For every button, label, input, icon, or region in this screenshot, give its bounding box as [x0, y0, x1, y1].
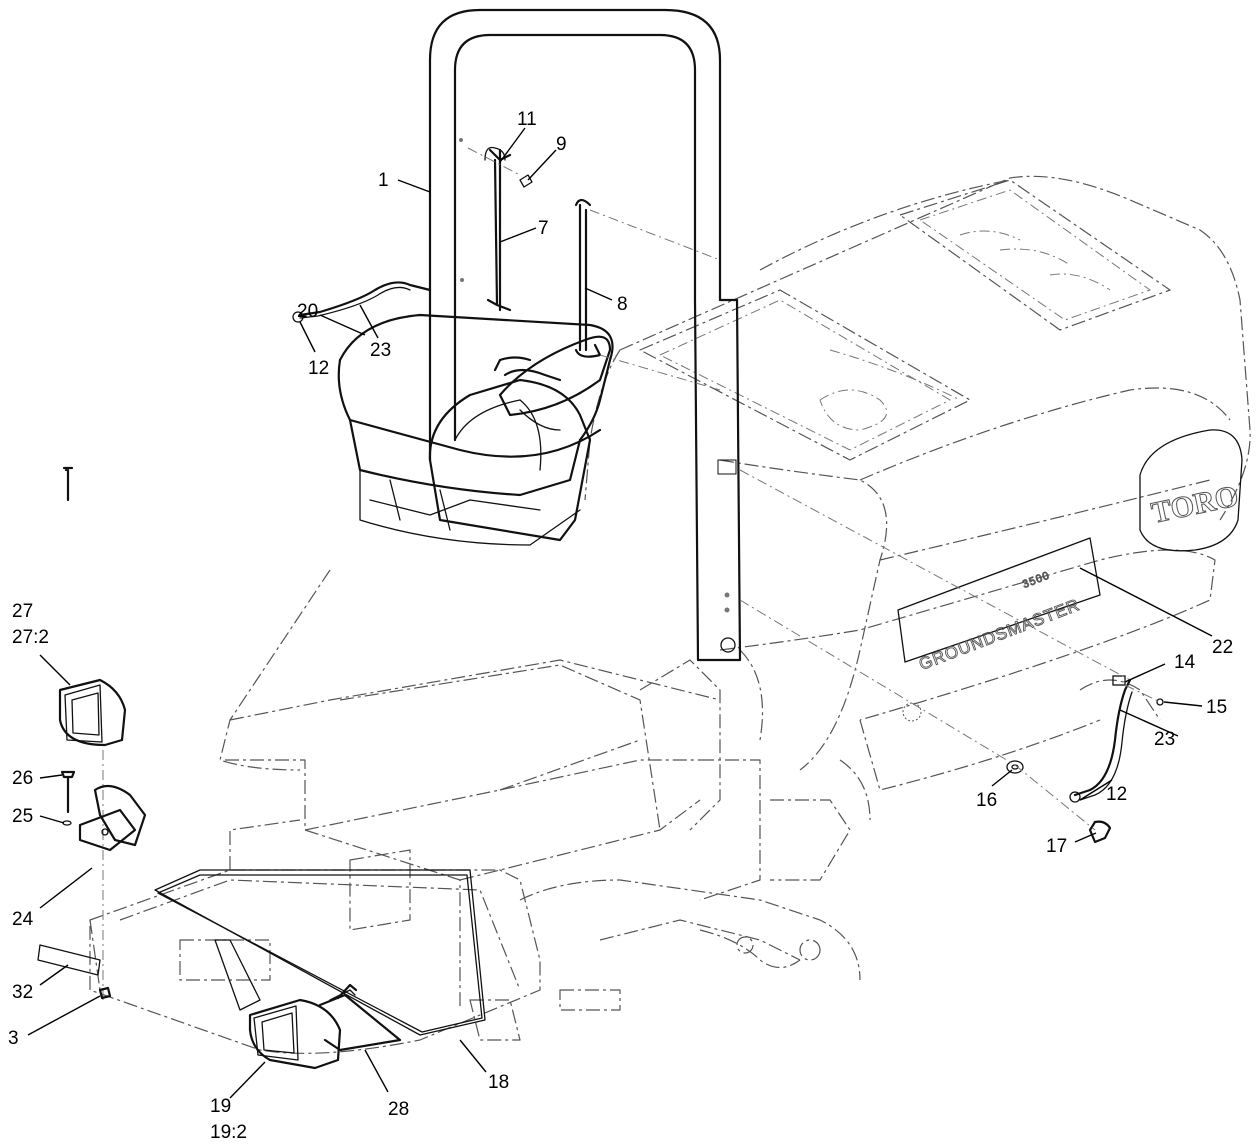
brand-decal-text: TORO	[1149, 479, 1242, 530]
cable-upper	[292, 281, 432, 323]
callout-3: 3	[8, 1028, 19, 1049]
callout-11: 11	[517, 109, 537, 130]
callout-15: 15	[1206, 697, 1227, 718]
hood-decals: TORO GROUNDSMASTER 3500	[897, 429, 1243, 722]
callout-14: 14	[1174, 652, 1196, 673]
leader-lines	[27, 127, 1213, 1099]
seat-belt-hardware	[467, 146, 721, 391]
callout-16: 16	[976, 790, 997, 811]
seat	[337, 313, 614, 546]
callout-19: 19	[210, 1096, 231, 1117]
rops-frame	[428, 8, 742, 662]
callout-22: 22	[1212, 637, 1233, 658]
callout-27: 27	[12, 601, 33, 622]
footrest-plate	[154, 869, 486, 1036]
callout-19-2: 19:2	[210, 1122, 247, 1143]
model-number-decal-text: 3500	[1021, 570, 1052, 591]
callout-28: 28	[388, 1099, 409, 1120]
callout-1: 1	[378, 170, 389, 191]
mounting-hardware-right	[739, 469, 1131, 844]
callout-labels: 1 11 9 7 8 23 12 20 27 27:2 22 14 15 23 …	[8, 109, 1233, 1143]
work-light-rear	[58, 678, 127, 1000]
callout-26: 26	[12, 768, 33, 789]
callout-12-upper: 12	[308, 358, 329, 379]
callout-18: 18	[488, 1072, 509, 1093]
callout-23-upper: 23	[370, 340, 391, 361]
callout-12-lower: 12	[1106, 784, 1127, 805]
callout-9: 9	[556, 134, 567, 155]
cable-lower	[1069, 675, 1164, 803]
callout-24: 24	[12, 909, 34, 930]
callout-25: 25	[12, 806, 33, 827]
work-light-front	[248, 983, 402, 1070]
callout-32: 32	[12, 982, 33, 1003]
callout-17: 17	[1046, 836, 1067, 857]
callout-27-2: 27:2	[12, 627, 49, 648]
decal-and-nut	[37, 944, 112, 1000]
callout-20: 20	[297, 301, 318, 322]
callout-23-lower: 23	[1154, 729, 1175, 750]
callout-8: 8	[617, 294, 628, 315]
callout-7: 7	[538, 218, 549, 239]
